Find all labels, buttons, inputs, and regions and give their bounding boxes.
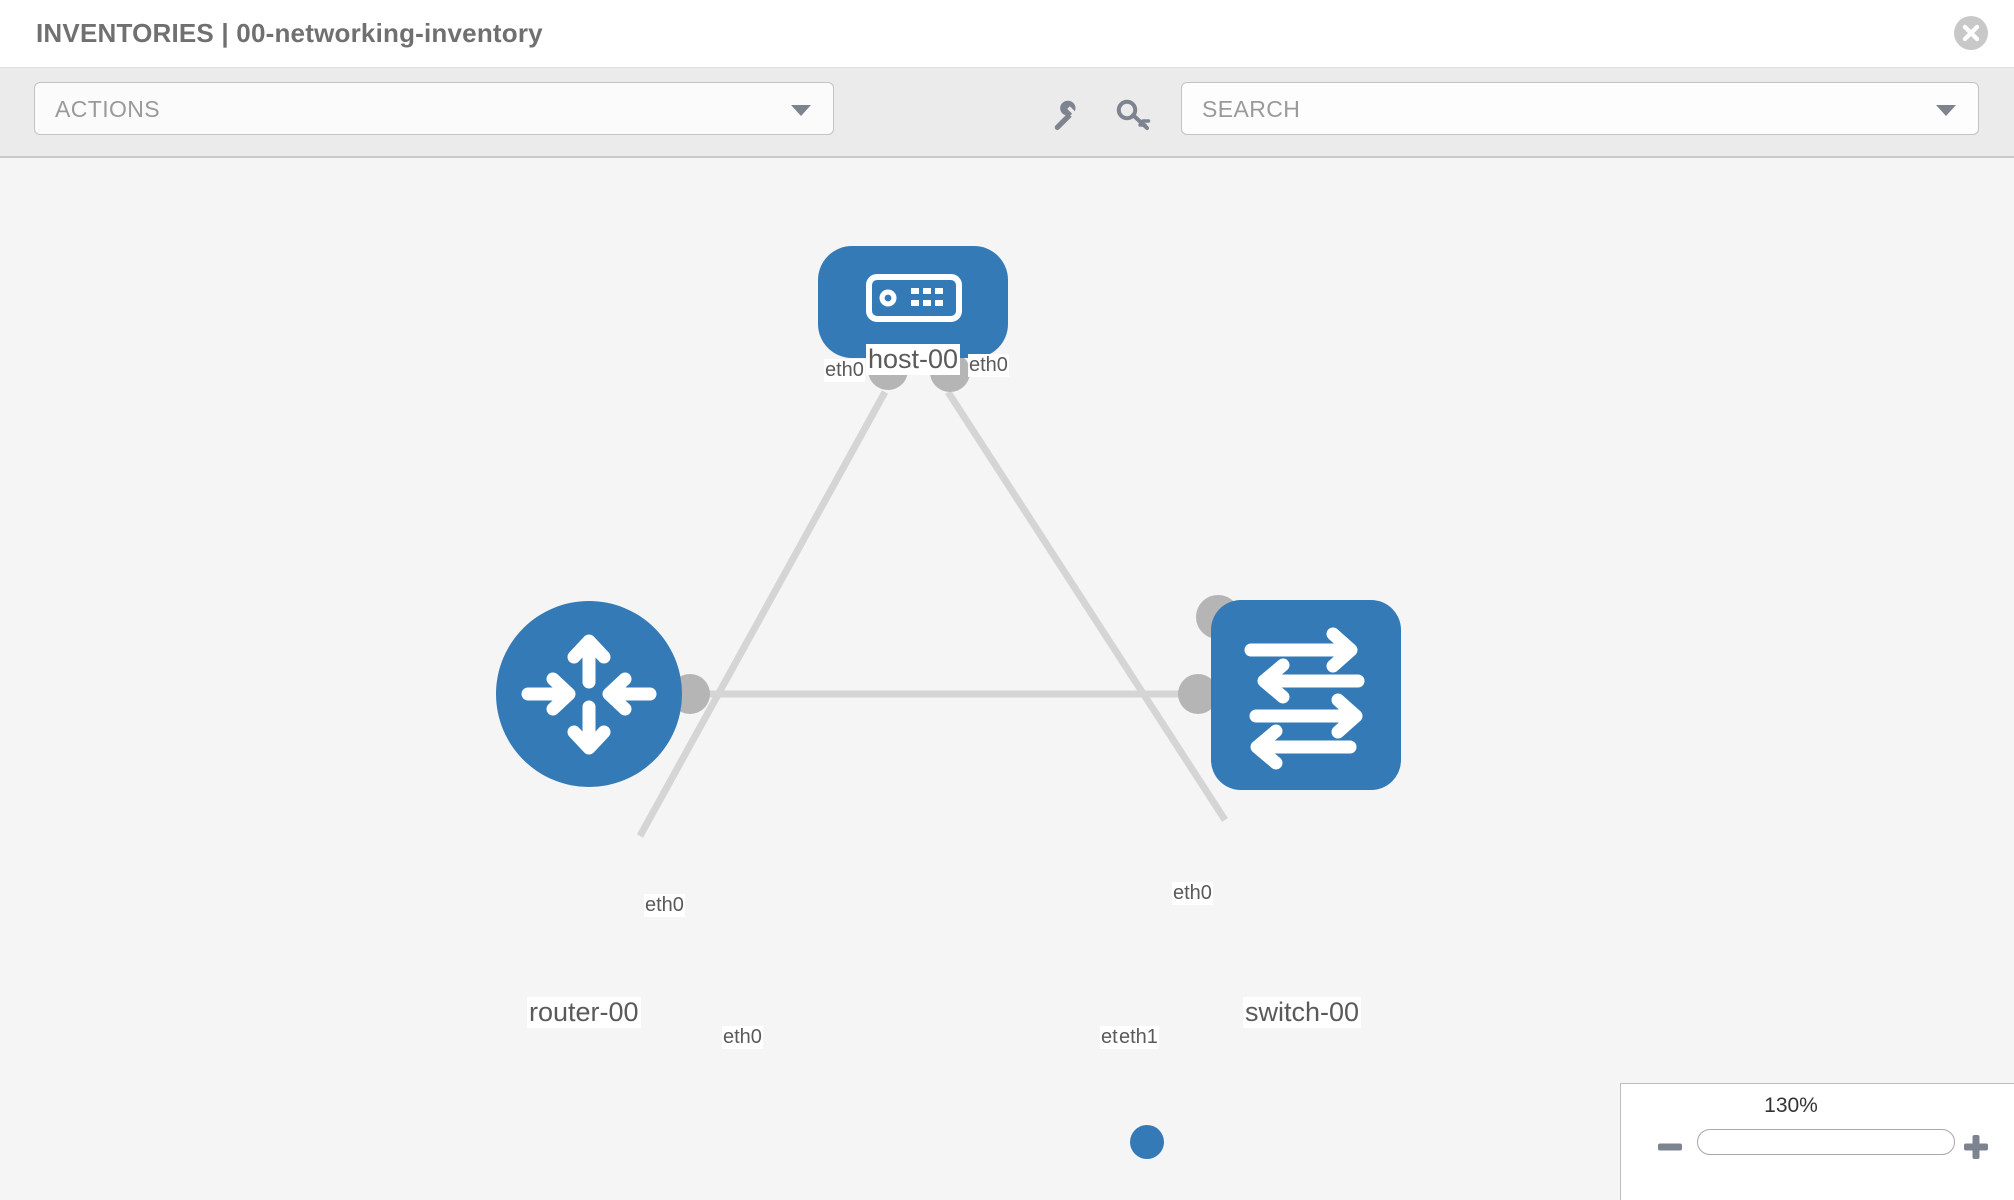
iface-label-switch-up: eth0 [1172, 882, 1213, 905]
zoom-slider[interactable] [1697, 1129, 1955, 1155]
wrench-icon[interactable] [1046, 95, 1086, 135]
iface-label-host-left: eth0 [824, 359, 865, 382]
iface-label-router-right: eth0 [722, 1026, 763, 1049]
node-label-host-00: host-00 [866, 344, 961, 375]
search-input[interactable]: SEARCH [1181, 82, 1979, 135]
key-icon[interactable] [1113, 95, 1153, 135]
chevron-down-icon [791, 105, 811, 116]
page-header: INVENTORIES | 00-networking-inventory [0, 0, 2014, 68]
topology-edges [636, 390, 1228, 838]
node-host-00 [818, 246, 1008, 358]
iface-label-host-right: eth0 [968, 354, 1009, 377]
iface-label-router-up: eth0 [644, 894, 685, 917]
topology-canvas[interactable]: host-00 router-00 switch-00 eth0 eth0 et… [0, 160, 2014, 1200]
chevron-down-icon[interactable] [1936, 105, 1956, 116]
close-icon[interactable] [1954, 16, 1988, 50]
zoom-in-button[interactable] [1961, 1132, 1991, 1167]
topology-graph [496, 246, 1401, 838]
node-label-switch-00: switch-00 [1243, 997, 1362, 1028]
iface-label-switch-left-b: eth1 [1118, 1026, 1159, 1049]
zoom-percent-label: 130% [1764, 1094, 1818, 1117]
edge-host-switch [945, 390, 1228, 822]
zoom-slider-thumb[interactable] [1130, 1125, 1164, 1159]
actions-dropdown[interactable]: ACTIONS [34, 82, 834, 135]
node-switch-00 [1211, 600, 1401, 790]
edge-host-router [636, 390, 889, 838]
page-title: INVENTORIES | 00-networking-inventory [36, 18, 543, 48]
actions-dropdown-label: ACTIONS [55, 96, 161, 122]
search-placeholder: SEARCH [1202, 96, 1301, 122]
zoom-out-button[interactable] [1655, 1132, 1685, 1167]
node-label-router-00: router-00 [527, 997, 641, 1028]
node-router-00 [496, 601, 682, 787]
connector-switch-left [1178, 674, 1218, 714]
zoom-control-panel: 130% [1620, 1083, 2014, 1200]
